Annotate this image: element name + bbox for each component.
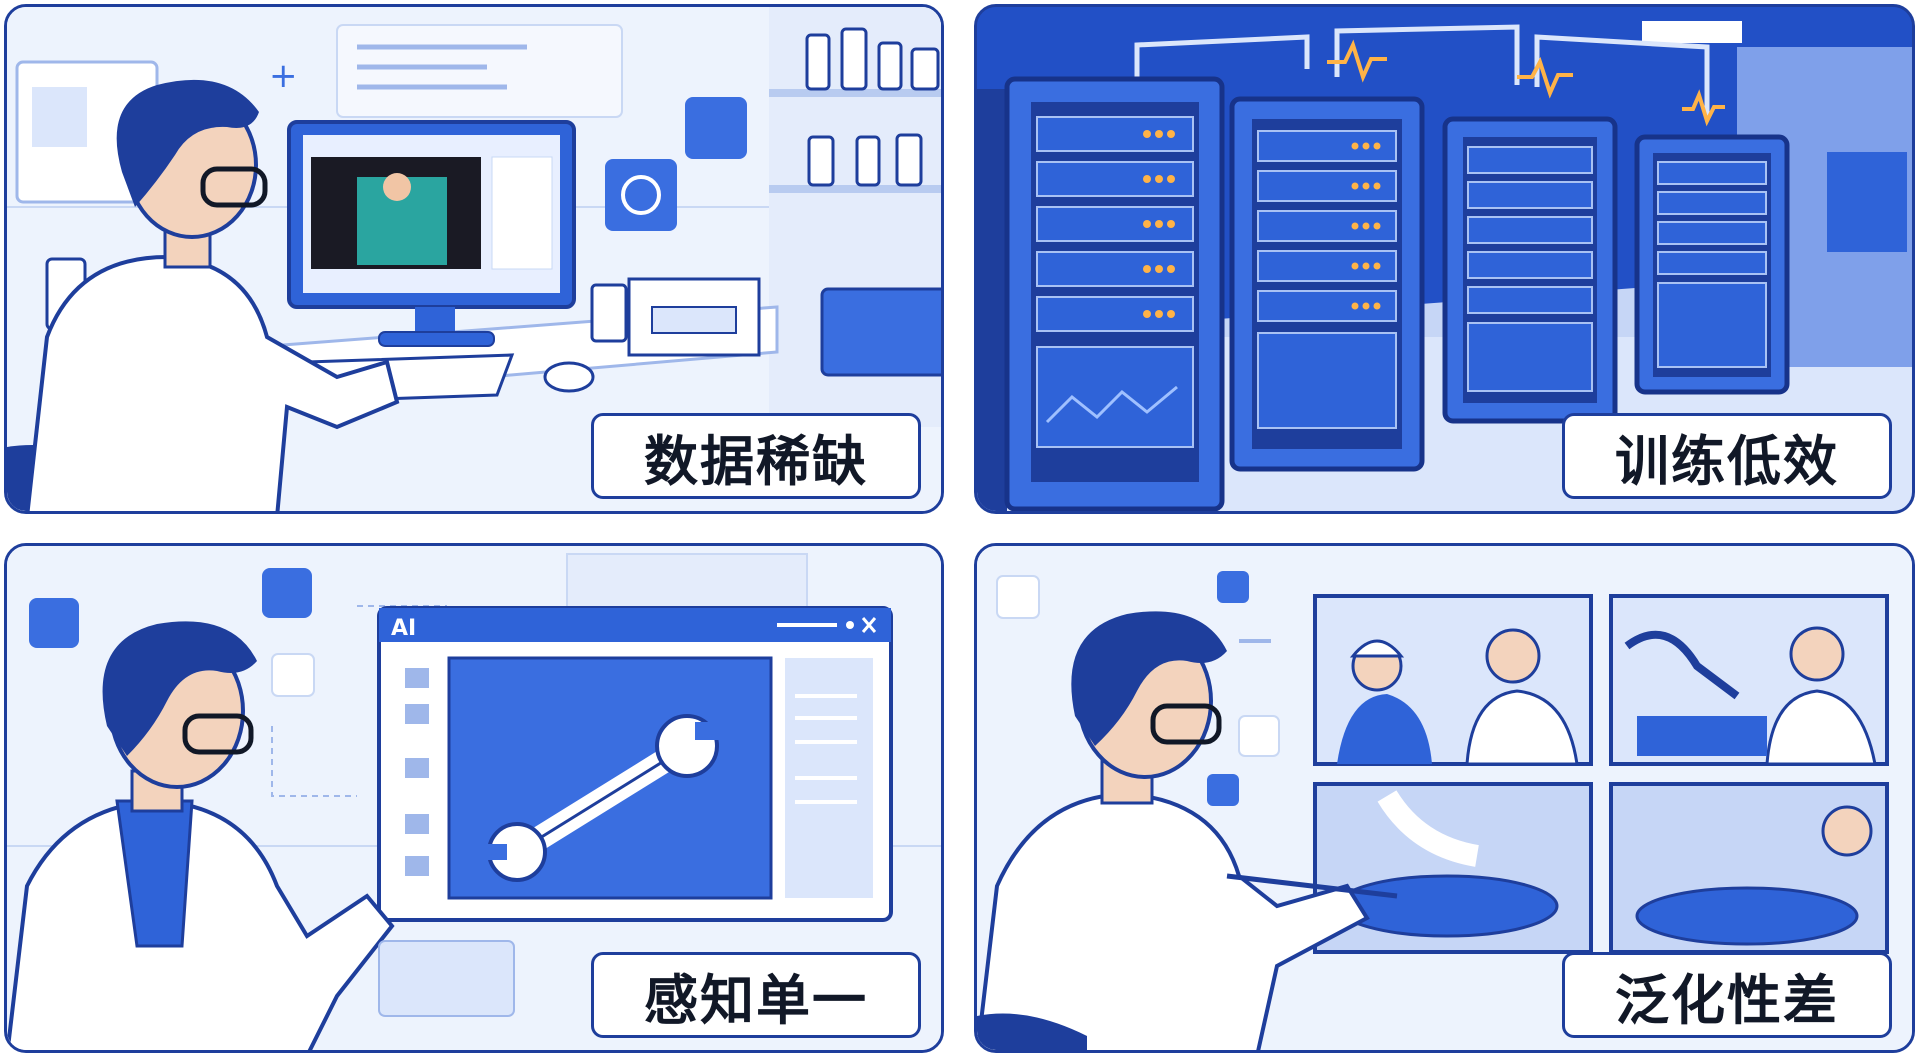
panel-label: 感知单一 [591, 952, 921, 1038]
svg-text:+: + [269, 56, 298, 96]
ai-window-title: AI [391, 616, 416, 641]
panel-label: 泛化性差 [1562, 952, 1892, 1038]
wrench-icon [485, 714, 719, 882]
scientist-at-desk-illustration: + [7, 7, 941, 511]
panel-data-scarcity: + 数据稀缺 [4, 4, 944, 514]
panel-training-inefficiency: 训练低效 [974, 4, 1915, 514]
panel-poor-generalization: 泛化性差 [974, 543, 1915, 1053]
server-racks-illustration [977, 7, 1912, 511]
panel-single-perception: AI 感知单一 [4, 543, 944, 1053]
scientist-with-surgical-scenes-illustration [977, 546, 1912, 1050]
panel-label: 数据稀缺 [591, 413, 921, 499]
panel-label: 训练低效 [1562, 413, 1892, 499]
